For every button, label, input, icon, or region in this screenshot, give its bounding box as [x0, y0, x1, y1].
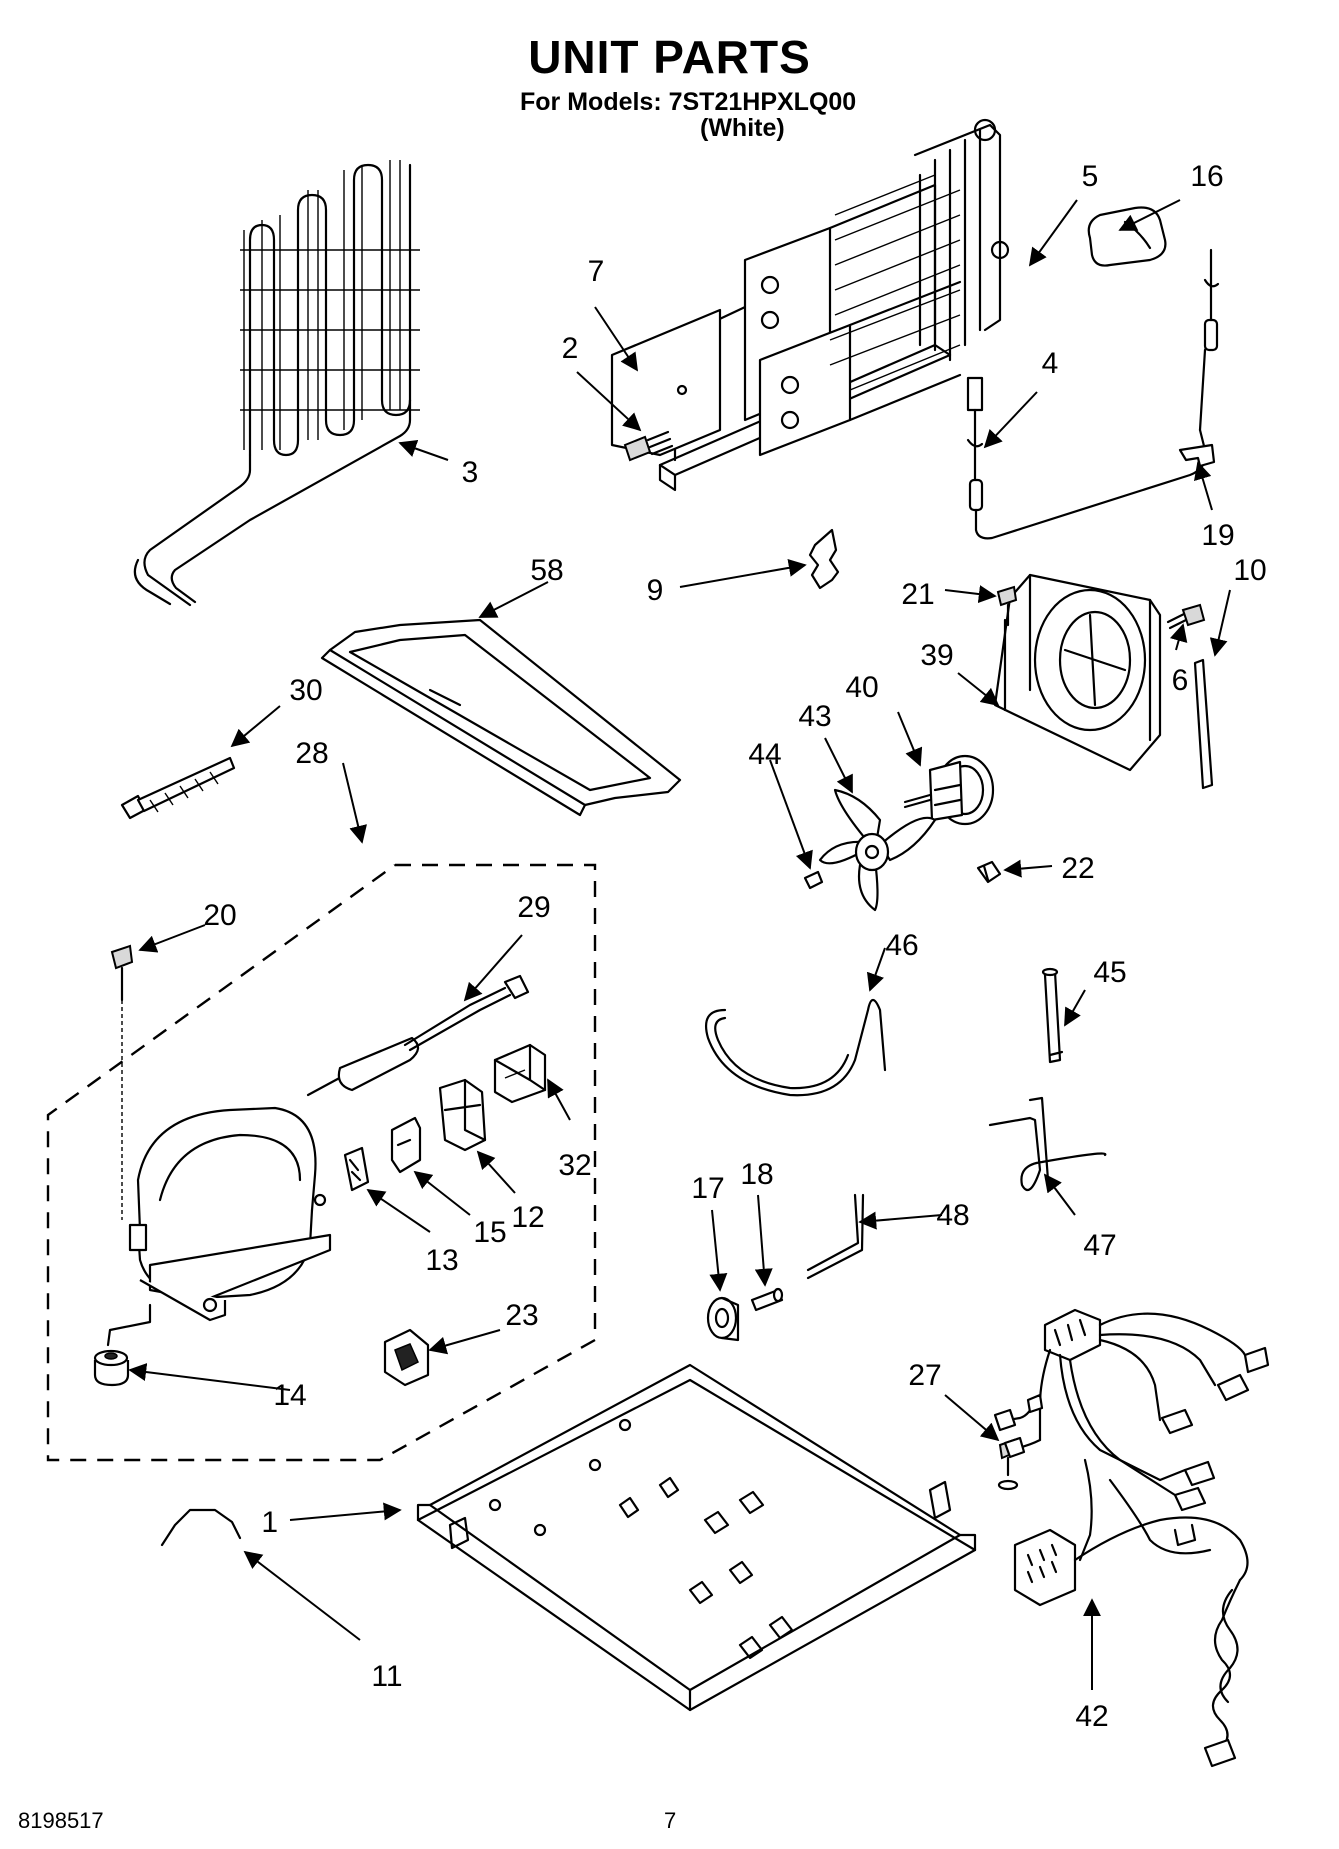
condenser-coil	[133, 160, 420, 607]
tube-part-47	[988, 1116, 1107, 1192]
evaporator-assembly	[610, 118, 1010, 492]
compressor-kit-boundary	[46, 863, 597, 1462]
document-number: 8198517	[18, 1808, 104, 1833]
cover-part-16	[1087, 206, 1167, 267]
callout-42: 42	[1075, 1700, 1108, 1733]
callout-19: 19	[1201, 519, 1234, 552]
callout-29: 29	[517, 891, 550, 924]
callout-22: 22	[1061, 852, 1094, 885]
callout-labels: 1 2 3 4 5 6 7 9 10 11 12 13 14 15 16 17 …	[203, 160, 1266, 1733]
fan-shroud	[993, 573, 1162, 772]
fan-blade	[818, 788, 937, 912]
relay-cover	[493, 1043, 547, 1104]
cable-tie	[120, 756, 236, 820]
foam-strip	[1193, 658, 1214, 790]
callout-20: 20	[203, 899, 236, 932]
callout-13: 13	[425, 1244, 458, 1277]
drain-pan	[320, 618, 682, 817]
base-pan	[416, 1363, 977, 1712]
callout-15: 15	[473, 1216, 506, 1249]
callout-43: 43	[798, 700, 831, 733]
page-number: 7	[664, 1808, 677, 1833]
axle-pin	[750, 1287, 784, 1312]
callout-18: 18	[740, 1158, 773, 1191]
thermistor-wire	[966, 248, 1220, 540]
callout-28: 28	[295, 737, 328, 770]
callout-16: 16	[1190, 160, 1223, 193]
leader-lines	[128, 199, 1231, 1690]
callout-14: 14	[273, 1379, 306, 1412]
terminal-clip	[343, 1146, 370, 1192]
pin-part-45	[1041, 967, 1064, 1064]
callout-10: 10	[1233, 554, 1266, 587]
callout-27: 27	[908, 1359, 941, 1392]
tube-part-46	[704, 998, 887, 1097]
callout-21: 21	[901, 578, 934, 611]
callout-40: 40	[845, 671, 878, 704]
page-title: UNIT PARTS	[528, 31, 811, 83]
wire-harness	[993, 1308, 1270, 1768]
wire-part-11	[160, 1508, 242, 1547]
start-relay	[390, 1116, 422, 1174]
callout-58: 58	[530, 554, 563, 587]
tube-part-48	[806, 1193, 860, 1272]
callout-7: 7	[588, 255, 605, 288]
screw-part-21	[996, 585, 1018, 627]
color-line: (White)	[700, 114, 785, 142]
screw-part-6	[1166, 603, 1206, 630]
compressor	[128, 1106, 332, 1322]
callout-11: 11	[371, 1660, 402, 1693]
grommet-part-14	[93, 1303, 152, 1387]
fan-nut	[976, 860, 1002, 884]
callout-12: 12	[511, 1201, 544, 1234]
callout-45: 45	[1093, 956, 1126, 989]
screw-part-20	[110, 944, 134, 1220]
callout-44: 44	[748, 738, 781, 771]
callout-9: 9	[647, 574, 664, 607]
callout-6: 6	[1172, 664, 1189, 697]
callout-3: 3	[462, 456, 479, 489]
callout-30: 30	[289, 674, 322, 707]
callout-39: 39	[920, 639, 953, 672]
callout-47: 47	[1083, 1229, 1116, 1262]
clip-part-9	[808, 528, 840, 590]
fan-clip	[803, 870, 824, 890]
capacitor-part-23	[383, 1328, 430, 1387]
screw-part-2	[623, 430, 674, 462]
filter-drier	[306, 974, 530, 1097]
model-line: For Models: 7ST21HPXLQ00	[520, 88, 857, 116]
callout-5: 5	[1082, 160, 1099, 193]
callout-32: 32	[558, 1149, 591, 1182]
callout-17: 17	[691, 1172, 724, 1205]
callout-1: 1	[261, 1506, 278, 1539]
overload-relay	[438, 1078, 487, 1152]
callout-2: 2	[562, 332, 579, 365]
fan-motor	[903, 754, 995, 826]
roller	[706, 1296, 740, 1342]
callout-4: 4	[1042, 347, 1059, 380]
callout-46: 46	[885, 929, 918, 962]
callout-23: 23	[505, 1299, 538, 1332]
callout-48: 48	[936, 1199, 969, 1232]
